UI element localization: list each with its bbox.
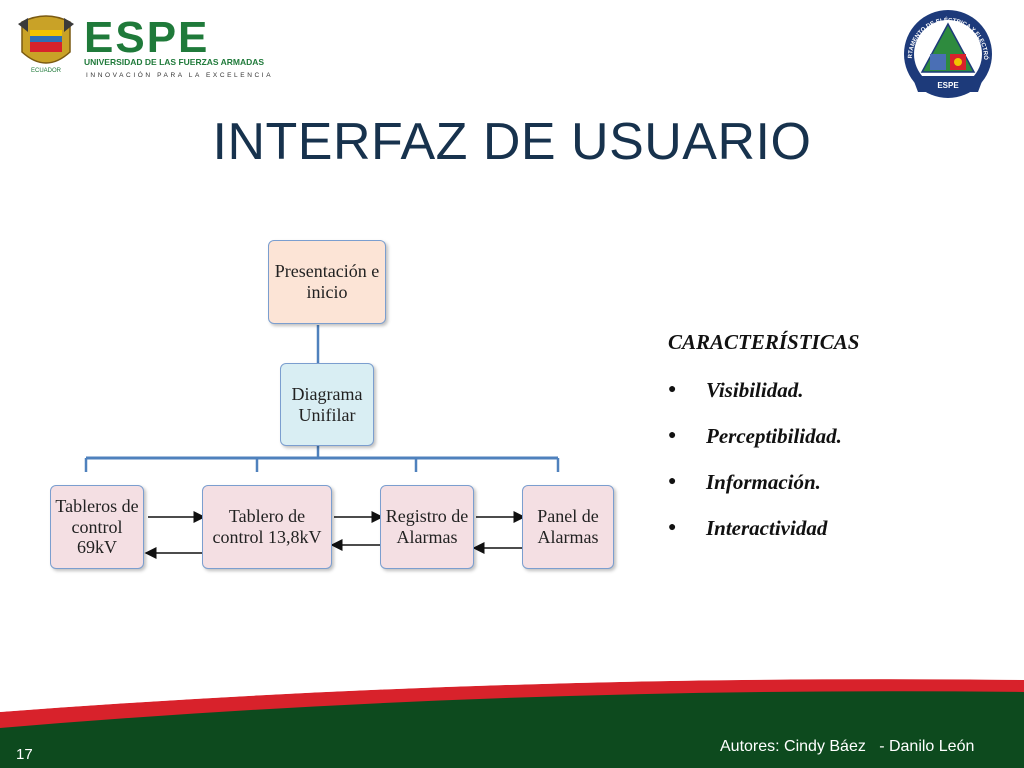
crest-icon: ECUADOR (18, 15, 74, 74)
node-tablero-13-8kv: Tablero de control 13,8kV (202, 485, 332, 569)
node-tableros-69kv: Tableros de control 69kV (50, 485, 144, 569)
diagram-connectors (84, 325, 560, 559)
characteristics-heading: CARACTERÍSTICAS (668, 330, 860, 354)
list-item: ● Perceptibilidad. (668, 423, 842, 448)
node-presentacion: Presentación e inicio (268, 240, 386, 324)
node-registro-alarmas: Registro de Alarmas (380, 485, 474, 569)
characteristics-list: CARACTERÍSTICAS ● Visibilidad. ● Percept… (668, 330, 998, 551)
footer-band (0, 675, 1024, 768)
user-interface-diagram: Presentación e inicio Diagrama Unifilar … (0, 230, 640, 590)
node-diagrama-unifilar: Diagrama Unifilar (280, 363, 374, 446)
list-item: ● Visibilidad. (668, 377, 804, 402)
svg-text:ECUADOR: ECUADOR (31, 68, 62, 74)
department-seal-logo: DEPARTAMENTO DE ELÉCTRICA Y ELECTRÓNICA … (900, 6, 992, 98)
list-item: ● Información. (668, 469, 821, 494)
page-number: 17 (16, 746, 33, 763)
page-title: INTERFAZ DE USUARIO (212, 113, 812, 171)
node-panel-alarmas: Panel de Alarmas (522, 485, 614, 569)
espe-logo: ECUADOR ESPE UNIVERSIDAD DE LAS FUERZAS … (18, 13, 279, 79)
authors-credit: Autores: Cindy Báez - Danilo León (720, 738, 975, 755)
university-slogan: INNOVACIÓN PARA LA EXCELENCIA (86, 70, 273, 79)
bullet-icon: ● (668, 520, 677, 535)
bullet-icon: ● (668, 382, 677, 397)
university-name: UNIVERSIDAD DE LAS FUERZAS ARMADAS (84, 57, 264, 67)
bullet-icon: ● (668, 474, 677, 489)
list-item: ● Interactividad (668, 515, 828, 540)
espe-wordmark: ESPE (84, 13, 209, 62)
svg-text:ESPE: ESPE (937, 81, 959, 90)
bullet-icon: ● (668, 428, 677, 443)
